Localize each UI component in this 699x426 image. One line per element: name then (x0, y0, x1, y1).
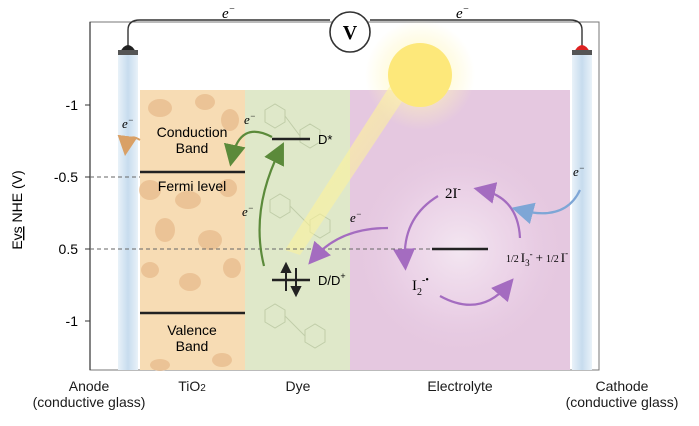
cycle-arrow-left (393, 195, 439, 271)
circuit-electron-right: e− (456, 4, 469, 22)
tio2-particles (139, 94, 241, 371)
excitation-arrow (258, 142, 284, 267)
regeneration-arrow (308, 226, 389, 265)
sun (388, 43, 452, 107)
anode-glass (118, 55, 138, 370)
dye-region (245, 90, 350, 370)
cathode-glass (572, 55, 592, 370)
dye-label: Dye (285, 378, 311, 394)
cathode-arrow (511, 189, 581, 225)
electron-label: e− (573, 163, 585, 179)
conduction-band-label: Conduction (157, 124, 228, 140)
electron-label: e− (122, 115, 134, 131)
cycle-arrow-right (473, 182, 522, 239)
conduction-band-label: Band (176, 140, 209, 156)
anode-terminal (118, 45, 138, 55)
circuit-electron-left: e− (222, 4, 235, 22)
valence-band-label: Band (176, 338, 209, 354)
circuit-wire (127, 19, 583, 48)
valence-band-label: Valence (167, 322, 217, 338)
cathode-title: Cathode (595, 378, 649, 394)
voltmeter-label: V (343, 22, 358, 44)
anode-collection-arrow (117, 134, 141, 156)
injection-arrow (223, 130, 273, 167)
dye-ground-label: D/D+ (318, 271, 346, 288)
diiodide-radical-label: I2-• (412, 275, 429, 298)
electron-label: e− (350, 209, 362, 225)
y-tick-label: -1 (66, 97, 79, 113)
cathode-label: Cathode (conductive glass) (552, 378, 692, 410)
y-axis-label: Evs NHE (V) (9, 170, 25, 249)
y-tick-label: -0.5 (54, 169, 78, 185)
cycle-arrow-bottom (439, 278, 514, 306)
electron-label: e− (244, 111, 256, 127)
light-beam (285, 78, 415, 255)
y-tick-label: 0.5 (59, 241, 79, 257)
dye-excited-label: D* (318, 132, 332, 147)
tio2-label: TiO2 (178, 378, 206, 394)
cathode-terminal (572, 45, 592, 55)
y-tick-label: -1 (66, 313, 79, 329)
electron-pair-icon (280, 261, 302, 298)
anode-subtitle: (conductive glass) (32, 394, 146, 410)
voltmeter (329, 11, 371, 53)
electron-label: e− (242, 203, 254, 219)
electrolyte-label: Electrolyte (427, 378, 493, 394)
iodide-label: 2I- (445, 184, 461, 202)
cathode-subtitle: (conductive glass) (565, 394, 679, 410)
fermi-level-label: Fermi level (158, 178, 226, 194)
anode-label: Anode (conductive glass) (14, 378, 164, 410)
anode-title: Anode (68, 378, 110, 394)
y-ticks (85, 104, 90, 322)
